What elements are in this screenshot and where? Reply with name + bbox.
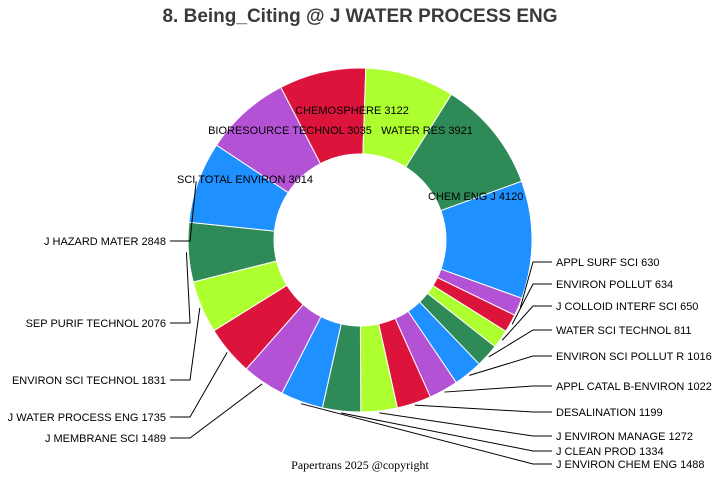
label-chem-eng-j: CHEM ENG J 4120 [428, 191, 523, 203]
label-j-hazard-mater: J HAZARD MATER 2848 [44, 236, 166, 248]
leader-j-hazard-mater [170, 181, 197, 242]
label-j-water-process-eng: J WATER PROCESS ENG 1735 [8, 412, 166, 424]
leader-j-membrane-sci [170, 383, 263, 439]
leader-environ-sci-technol [170, 307, 201, 381]
leader-j-environ-chem-eng [300, 403, 552, 465]
label-environ-sci-pollut-r: ENVIRON SCI POLLUT R 1016 [556, 351, 712, 363]
label-j-environ-chem-eng: J ENVIRON CHEM ENG 1488 [556, 459, 705, 471]
leader-j-clean-prod [341, 412, 552, 452]
leader-environ-pollut [511, 283, 552, 325]
label-sci-total-environ: SCI TOTAL ENVIRON 3014 [177, 174, 313, 186]
label-desalination: DESALINATION 1199 [556, 407, 663, 419]
label-appl-catal-b-environ: APPL CATAL B-ENVIRON 1022 [556, 381, 712, 393]
leader-sep-purif-technol [170, 252, 191, 324]
leader-environ-sci-pollut-r [469, 355, 552, 376]
label-j-membrane-sci: J MEMBRANE SCI 1489 [45, 433, 166, 445]
leader-desalination [414, 404, 552, 413]
leader-j-environ-manage [379, 412, 552, 437]
label-j-clean-prod: J CLEAN PROD 1334 [556, 446, 664, 458]
label-chemosphere: CHEMOSPHERE 3122 [295, 105, 409, 117]
label-water-sci-technol: WATER SCI TECHNOL 811 [556, 325, 692, 337]
slice-water-res [405, 93, 523, 212]
label-environ-pollut: ENVIRON POLLUT 634 [556, 279, 673, 291]
leader-water-sci-technol [488, 329, 552, 358]
leader-appl-surf-sci [519, 261, 552, 308]
label-j-environ-manage: J ENVIRON MANAGE 1272 [556, 431, 693, 443]
leader-j-water-process-eng [170, 352, 228, 418]
leader-appl-catal-b-environ [444, 385, 552, 393]
label-water-res: WATER RES 3921 [381, 125, 473, 137]
leader-j-colloid-interf-sci [501, 305, 552, 341]
label-j-colloid-interf-sci: J COLLOID INTERF SCI 650 [556, 301, 698, 313]
label-appl-surf-sci: APPL SURF SCI 630 [556, 257, 660, 269]
label-bioresource-technol: BIORESOURCE TECHNOL 3035 [208, 125, 372, 137]
chart-title: 8. Being_Citing @ J WATER PROCESS ENG [162, 6, 558, 27]
slice-group [187, 67, 533, 413]
copyright-footer: Papertrans 2025 @copyright [291, 458, 429, 472]
label-sep-purif-technol: SEP PURIF TECHNOL 2076 [26, 318, 166, 330]
label-environ-sci-technol: ENVIRON SCI TECHNOL 1831 [12, 375, 166, 387]
